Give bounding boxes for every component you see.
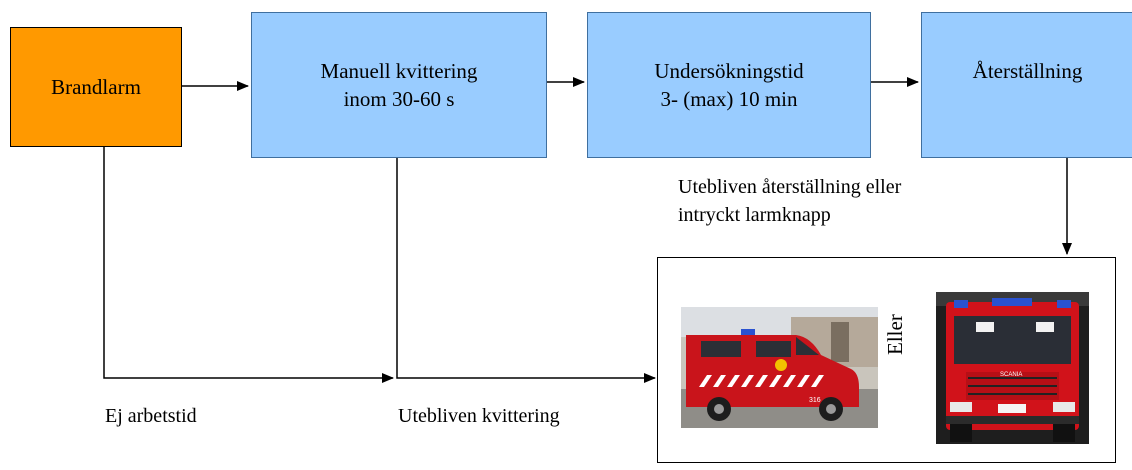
line-utebliven-kvittering	[396, 157, 656, 383]
manuell-line1: Manuell kvittering	[320, 58, 478, 83]
utebliven-aterstallning-line1: Utebliven återställning eller	[678, 176, 902, 198]
aterstallning-box: Återställning	[921, 12, 1132, 158]
undersok-line1: Undersökningstid	[654, 58, 804, 83]
line-ej-arbetstid	[103, 146, 394, 383]
utebliven-aterstallning-line2: intryckt larmknapp	[678, 204, 831, 226]
brandlarm-box: Brandlarm	[10, 27, 182, 147]
fire-truck-photo: SCANIA	[936, 292, 1089, 444]
fire-van-photo: 316	[681, 307, 878, 428]
brandlarm-label: Brandlarm	[51, 74, 141, 99]
aterstallning-label: Återställning	[972, 58, 1083, 83]
utebliven-kvittering-label: Utebliven kvittering	[398, 405, 560, 427]
undersok-line2: 3- (max) 10 min	[660, 87, 798, 111]
eller-label: Eller	[883, 314, 907, 355]
undersokningstid-box: Undersökningstid 3- (max) 10 min	[587, 12, 871, 158]
utebliven-aterstallning-text: Utebliven återställning eller intryckt l…	[678, 173, 901, 229]
manuell-kvittering-box: Manuell kvittering inom 30-60 s	[251, 12, 547, 158]
manuell-line2: inom 30-60 s	[343, 87, 455, 111]
ej-arbetstid-label: Ej arbetstid	[105, 405, 197, 427]
truck-brand: SCANIA	[1000, 372, 1022, 378]
van-number: 316	[809, 397, 821, 404]
